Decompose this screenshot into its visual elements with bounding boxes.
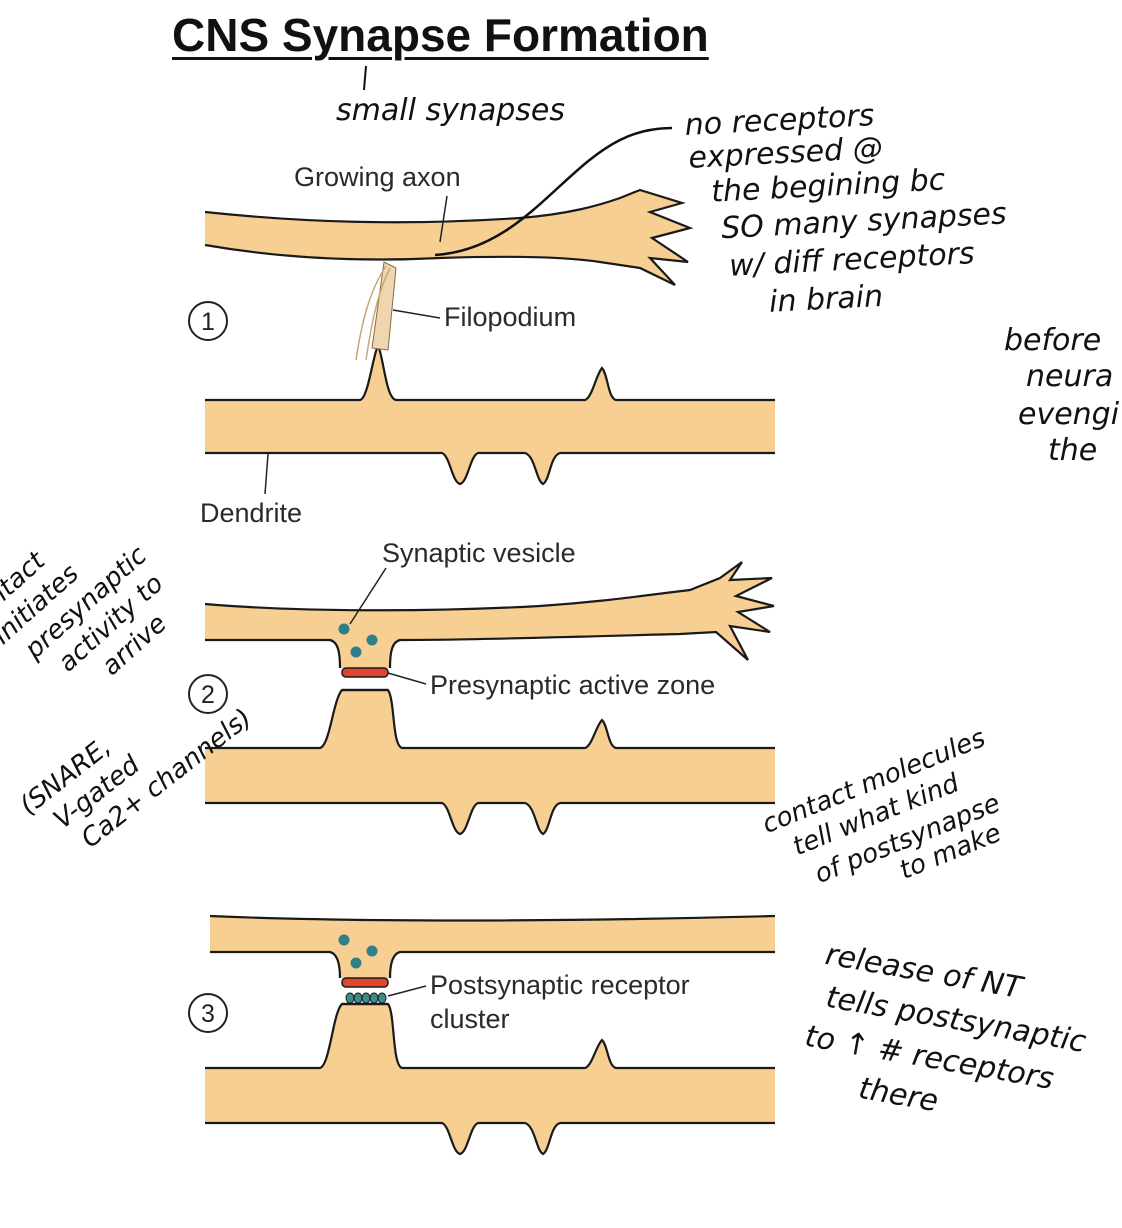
stage-2: Synaptic vesicle Presynaptic active zone…: [188, 538, 775, 836]
stage-3-marker: [188, 993, 228, 1033]
synaptic-vesicle: [338, 934, 350, 946]
synaptic-vesicle-label: Synaptic vesicle: [382, 538, 576, 568]
synaptic-vesicle: [350, 646, 362, 658]
stage-1: Growing axon Filopodium Dendrite 1: [188, 162, 775, 528]
receptor-cluster-label-1: Postsynaptic receptor: [430, 970, 690, 1000]
note-before: the: [1048, 433, 1097, 468]
stage-2-marker: [188, 674, 228, 714]
dendrite-2: [205, 690, 775, 834]
synaptic-vesicle: [366, 945, 378, 957]
synaptic-vesicle: [338, 623, 350, 635]
postsynaptic-receptor-cluster: [345, 992, 387, 1004]
note-release: there: [856, 1071, 941, 1119]
axon-3: [210, 916, 775, 978]
stage-3: Postsynaptic receptor cluster 3: [188, 914, 776, 1156]
dendrite-1: [205, 345, 775, 484]
page-title: CNS Synapse Formation: [172, 9, 709, 61]
presynaptic-active-zone: [341, 667, 389, 678]
stage-2-number: 2: [201, 681, 215, 709]
note-pointer-line: [434, 126, 673, 257]
synaptic-vesicle: [366, 634, 378, 646]
stage-1-number: 1: [201, 308, 215, 336]
presynaptic-active-zone: [341, 977, 389, 988]
note-no-receptors: in brain: [768, 279, 884, 320]
note-before: neura: [1026, 359, 1113, 394]
synaptic-vesicle: [350, 957, 362, 969]
active-zone-label: Presynaptic active zone: [430, 670, 715, 700]
growing-axon-1: [205, 190, 690, 285]
growing-axon-2: [205, 562, 774, 668]
note-small-synapses: small synapses: [336, 93, 565, 128]
stage-3-number: 3: [201, 1000, 215, 1028]
note-before: evengi: [1018, 397, 1120, 432]
stage-1-marker: [188, 301, 228, 341]
filopodium-label: Filopodium: [444, 302, 576, 332]
dendrite-label: Dendrite: [200, 498, 302, 528]
note-before: before: [1004, 323, 1101, 358]
dendrite-3: [205, 1004, 775, 1154]
growing-axon-label: Growing axon: [294, 162, 461, 192]
receptor-cluster-label-2: cluster: [430, 1004, 510, 1034]
